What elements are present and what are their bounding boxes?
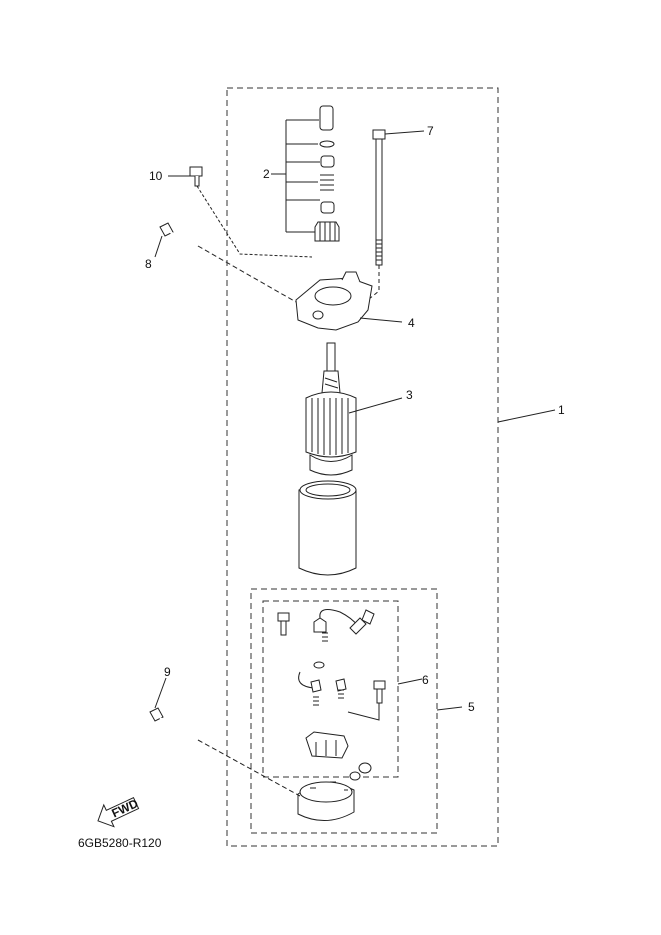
collar — [320, 155, 335, 168]
fwd-arrow-icon: FWD — [97, 796, 141, 828]
callout-9: 9 — [164, 665, 171, 679]
brush-holder-6 — [277, 609, 423, 721]
bolt-8 — [154, 222, 297, 303]
pinion-parts-group — [271, 105, 340, 242]
yoke — [298, 480, 357, 576]
fwd-label: FWD — [110, 796, 141, 820]
callout-8: 8 — [145, 257, 152, 271]
callout-1: 1 — [558, 403, 565, 417]
callout-4: 4 — [408, 316, 415, 330]
snap-ring — [319, 140, 335, 148]
bolt-10 — [168, 166, 313, 258]
pinion-gear — [314, 221, 340, 242]
spring — [320, 174, 334, 191]
assembly-box-6 — [262, 600, 399, 778]
bolt-9 — [149, 677, 301, 797]
pinion-stopper — [319, 105, 334, 131]
assembly-box-5 — [250, 588, 438, 834]
callout-10: 10 — [149, 169, 163, 183]
callout-7: 7 — [427, 124, 434, 138]
callout-3: 3 — [406, 388, 413, 402]
armature-3 — [305, 342, 403, 476]
callout-2: 2 — [263, 167, 270, 181]
through-bolt-7 — [363, 129, 425, 304]
rear-cover-5 — [297, 706, 463, 821]
diagram-code: 6GB5280-R120 — [78, 836, 162, 850]
assembly-box-1 — [226, 87, 499, 847]
callout-6: 6 — [422, 673, 429, 687]
front-cover-4 — [295, 271, 403, 331]
stopper — [320, 201, 335, 214]
callout-5: 5 — [468, 700, 475, 714]
